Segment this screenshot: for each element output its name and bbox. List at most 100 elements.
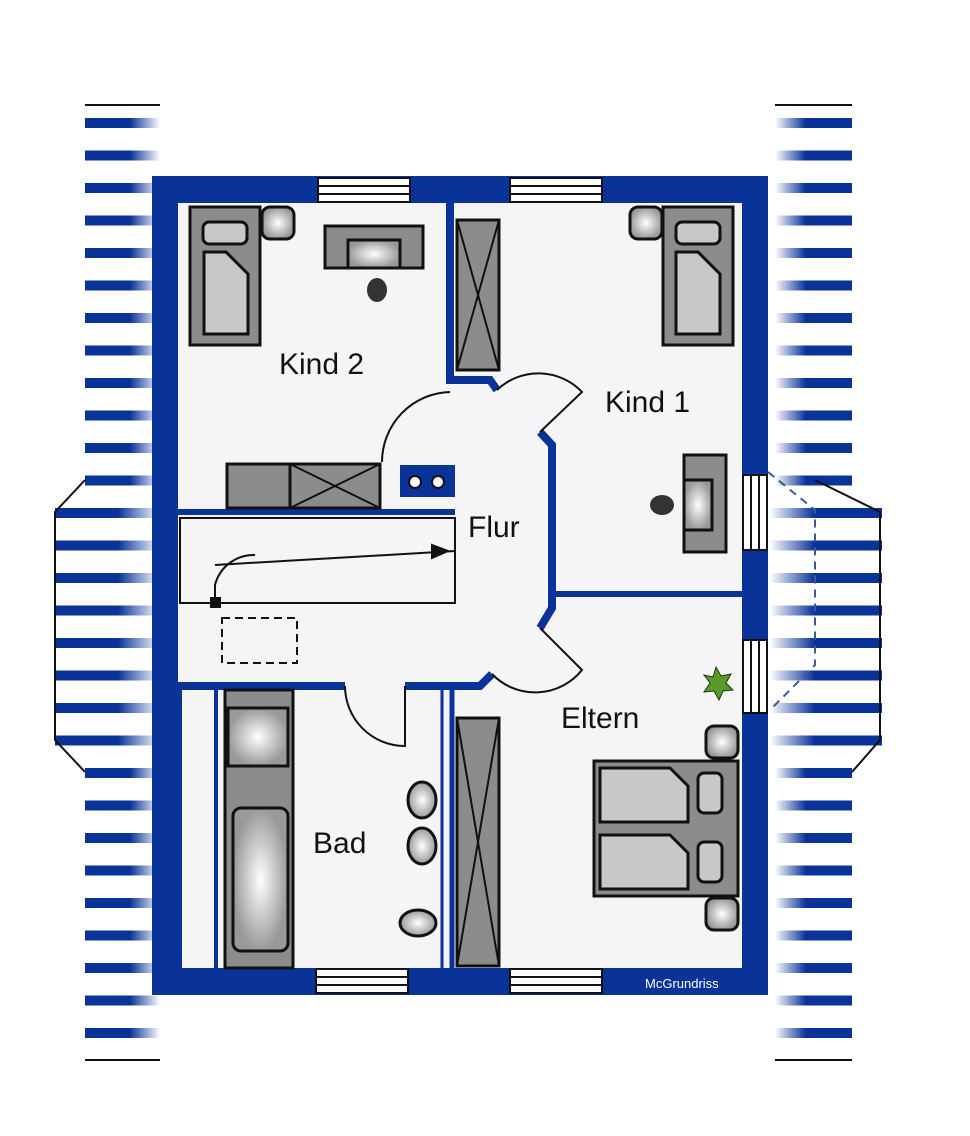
roof-stripe	[775, 280, 852, 291]
roof-stripe	[85, 118, 160, 128]
roof-stripe	[770, 573, 882, 583]
roof-stripe	[775, 995, 852, 1006]
staircase	[179, 517, 456, 608]
roof-stripe	[775, 118, 852, 128]
dormer-right-outline	[814, 479, 881, 773]
roof-stripe	[55, 670, 160, 681]
window	[317, 177, 411, 203]
door-bad[interactable]	[344, 685, 406, 748]
wardrobe	[455, 218, 501, 372]
nightstand	[628, 205, 664, 241]
roof-stripe	[85, 865, 160, 876]
roof-stripe	[770, 670, 882, 681]
roof-stripe	[775, 378, 852, 388]
roof-stripe	[85, 443, 160, 453]
roof-stripe	[85, 930, 160, 941]
roof-stripe	[55, 508, 160, 518]
roof-stripe	[85, 313, 160, 323]
roof-stripe	[775, 215, 852, 226]
roof-stripe	[85, 898, 160, 908]
roof-stripe	[85, 280, 160, 291]
roof-stripe	[775, 410, 852, 421]
window	[742, 639, 768, 714]
bed	[661, 205, 735, 347]
roof-stripe	[85, 183, 160, 193]
roof-stripe	[55, 703, 160, 713]
roof-stripe	[770, 703, 882, 713]
roof-stripe	[85, 475, 160, 486]
roof-stripe	[770, 638, 882, 648]
double-bed	[592, 759, 740, 898]
roof-stripe	[775, 865, 852, 876]
roof-right	[770, 118, 882, 1038]
window	[315, 968, 409, 994]
desk-chair-space	[682, 478, 714, 532]
roof-stripe	[775, 833, 852, 843]
chair-icon	[650, 495, 674, 515]
roof-stripe	[775, 443, 852, 453]
chair-icon	[367, 278, 387, 302]
plant-icon	[702, 665, 735, 702]
roof-stripe	[85, 378, 160, 388]
roof-stripe	[775, 313, 852, 323]
nightstand	[704, 896, 740, 932]
dormer-dashed-outline	[767, 471, 816, 711]
desk-chair-space	[346, 238, 402, 270]
room-label-eltern: Eltern	[561, 702, 639, 735]
room-label-bad: Bad	[313, 827, 366, 860]
roof-stripe	[770, 605, 882, 616]
roof-stripe	[775, 768, 852, 778]
roof-stripe	[85, 410, 160, 421]
roof-stripe	[85, 995, 160, 1006]
door-kind1[interactable]	[496, 372, 584, 433]
door-eltern[interactable]	[491, 627, 584, 694]
roof-stripe	[775, 930, 852, 941]
window	[509, 968, 603, 994]
roof-stripe	[775, 248, 852, 258]
roof-stripe	[775, 1028, 852, 1038]
dormer-left-outline	[54, 479, 86, 773]
roof-stripe	[55, 605, 160, 616]
roof-stripe	[770, 508, 882, 518]
stove-burner	[408, 475, 422, 489]
attic-hatch	[221, 617, 298, 664]
roof-stripe	[770, 735, 882, 746]
wardrobe	[225, 462, 382, 510]
roof-stripe	[85, 833, 160, 843]
sink	[406, 826, 438, 866]
roof-stripe	[55, 638, 160, 648]
interior-walls	[174, 203, 742, 968]
roof-stripe	[775, 963, 852, 973]
roof-stripe	[85, 248, 160, 258]
window	[509, 177, 603, 203]
wardrobe	[455, 716, 501, 968]
window	[742, 474, 768, 551]
nightstand	[260, 205, 296, 241]
roof-stripe	[55, 540, 160, 551]
roof-stripe	[85, 345, 160, 356]
roof-stripe	[85, 768, 160, 778]
door-kind2[interactable]	[381, 391, 451, 463]
roof-stripe	[775, 800, 852, 811]
room-label-kind1: Kind 1	[605, 386, 690, 419]
roof-stripe	[85, 150, 160, 161]
toilet	[398, 908, 438, 938]
bathtub	[231, 806, 290, 953]
room-label-flur: Flur	[468, 511, 520, 544]
sink	[406, 780, 438, 820]
roof-stripe	[85, 963, 160, 973]
roof-stripe	[85, 1028, 160, 1038]
roof-stripe	[775, 898, 852, 908]
shower	[226, 706, 290, 768]
watermark: McGrundriss	[645, 976, 719, 991]
roof-stripe	[85, 800, 160, 811]
roof-stripe	[775, 150, 852, 161]
roof-left	[55, 118, 160, 1038]
roof-stripe	[775, 475, 852, 486]
roof-stripe	[85, 215, 160, 226]
roof-stripe	[55, 735, 160, 746]
room-label-kind2: Kind 2	[279, 348, 364, 381]
stove-burner	[431, 475, 445, 489]
nightstand	[704, 724, 740, 760]
